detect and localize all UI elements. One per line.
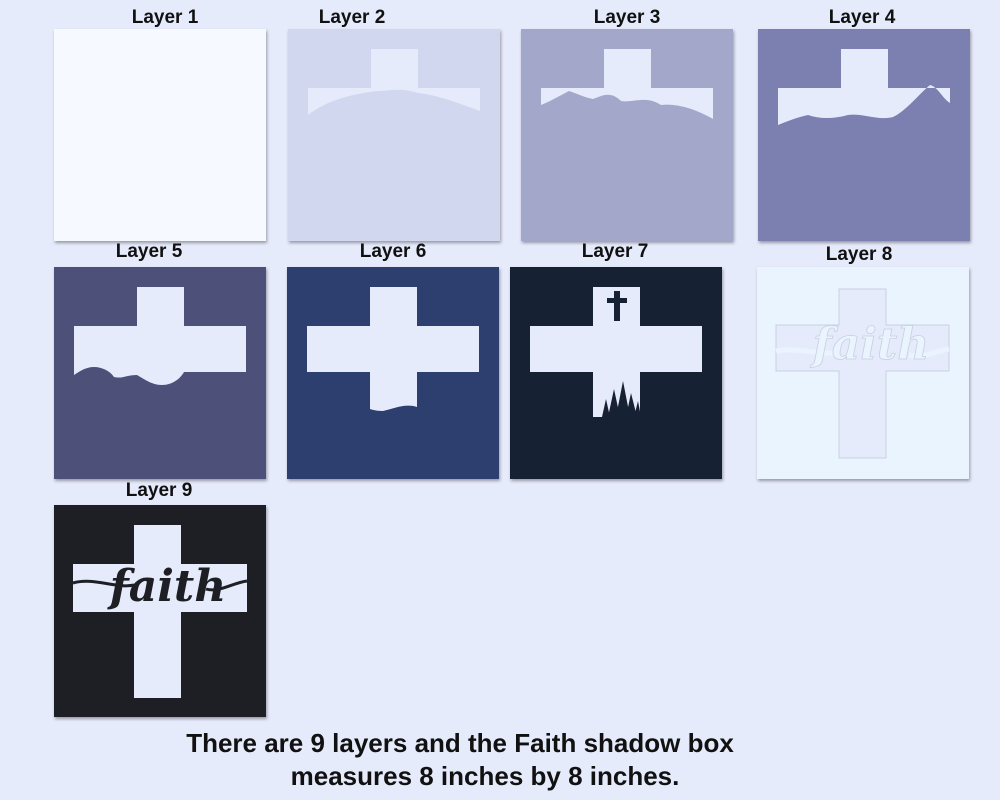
layer-5-label: Layer 5 <box>115 241 183 262</box>
layer-2-graphic <box>288 29 500 241</box>
layer-7-tile <box>510 267 722 479</box>
layer-8-faith-flourish <box>775 346 950 359</box>
layer-1-label: Layer 1 <box>131 7 199 28</box>
layer-7-graphic <box>510 267 722 479</box>
layer-5-tile <box>54 267 266 479</box>
layer-4-label: Layer 4 <box>828 7 896 28</box>
layer-1-tile <box>54 29 266 241</box>
layer-9-faith-word: faith <box>107 561 226 612</box>
caption-line-1: There are 9 layers and the Faith shadow … <box>186 728 734 758</box>
layer-9-cross-cutout <box>73 525 247 698</box>
layer-8-cross-cutout <box>775 288 950 459</box>
caption-line-2: measures 8 inches by 8 inches. <box>290 761 680 791</box>
layer-2-label: Layer 2 <box>318 7 386 28</box>
layer-9-label: Layer 9 <box>125 480 193 501</box>
layer-4-tile <box>758 29 970 241</box>
layer-8-label: Layer 8 <box>825 244 893 265</box>
layer-8-tile: faith <box>757 267 969 479</box>
layer-3-tile <box>521 29 733 241</box>
layer-9-tile: faith <box>54 505 266 717</box>
layer-4-cross-cutout <box>778 49 950 125</box>
layer-7-trees <box>602 381 641 417</box>
layer-8-graphic: faith <box>757 267 969 479</box>
layer-1-panel <box>54 29 266 241</box>
layer-6-tile <box>287 267 499 479</box>
layer-6-cross-cutout <box>307 287 479 411</box>
layer-6-label: Layer 6 <box>359 241 427 262</box>
layer-7-cross-cutout <box>530 287 702 417</box>
layer-5-cross-cutout <box>74 287 246 385</box>
layer-4-graphic <box>758 29 970 241</box>
layer-7-small-cross <box>607 291 627 321</box>
layer-2-tile <box>288 29 500 241</box>
layer-3-label: Layer 3 <box>593 7 661 28</box>
layer-1-graphic <box>54 29 266 241</box>
layer-7-label: Layer 7 <box>581 241 649 262</box>
layer-3-cross-cutout <box>541 49 713 119</box>
layer-2-cross-cutout <box>308 49 480 115</box>
layer-3-graphic <box>521 29 733 241</box>
layer-8-faith-word: faith <box>810 319 929 370</box>
layer-9-faith-flourish <box>72 579 248 592</box>
layer-5-graphic <box>54 267 266 479</box>
layer-9-graphic: faith <box>54 505 266 717</box>
layer-6-graphic <box>287 267 499 479</box>
